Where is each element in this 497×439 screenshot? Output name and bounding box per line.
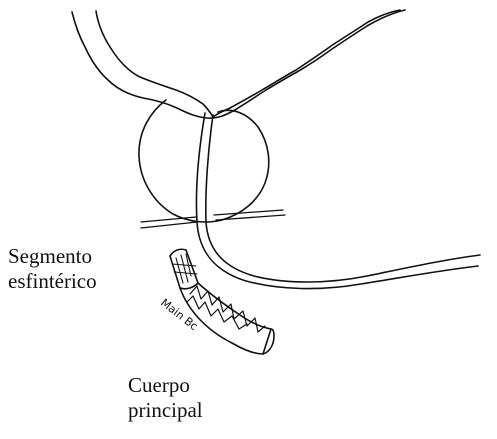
label-sphincteric-segment-line1: Segmento: [8, 244, 97, 269]
stent-marking: Main Bc: [158, 296, 200, 333]
label-main-body-line2: principal: [128, 398, 203, 423]
sphincter-lines: [141, 210, 285, 228]
label-sphincteric-segment-line2: esfintérico: [8, 269, 97, 294]
stent-body-zigzag: [190, 286, 265, 332]
label-main-body-line1: Cuerpo: [128, 373, 203, 398]
urethra-outer-wall: [206, 115, 480, 282]
stent-sphincteric-segment: [170, 249, 198, 289]
label-sphincteric-segment: Segmento esfintérico: [8, 244, 97, 294]
label-main-body: Cuerpo principal: [128, 373, 203, 423]
